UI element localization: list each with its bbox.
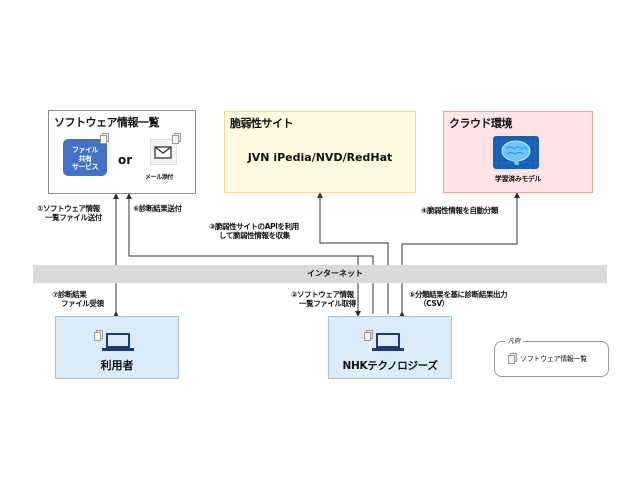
legend-title: 凡例: [505, 336, 524, 345]
step-1-line2: 一覧ファイル送付: [45, 213, 102, 222]
vulnerability-site-title: 脆弱性サイト: [230, 117, 294, 130]
step-2-label: ②ソフトウェア情報 一覧ファイル取得: [291, 290, 356, 308]
file-share-label-line3: サービス: [72, 163, 99, 171]
step-3-line2: して脆弱性情報を収集: [219, 231, 290, 240]
or-label: or: [118, 153, 133, 167]
document-stack-icon: [100, 133, 109, 144]
step-6-label: ⑥診断結果送付: [133, 204, 182, 213]
legend-box: [494, 341, 609, 377]
arrow-step6: [126, 193, 374, 314]
step-4-label: ④脆弱性情報を自動分類: [421, 206, 498, 215]
step-6-line1: ⑥診断結果送付: [133, 204, 182, 213]
step-5-label: ⑤分類結果を基に診断結果出力 （CSV）: [409, 290, 508, 308]
document-stack-icon: [172, 133, 181, 144]
file-share-service-tile: ファイル 共有 サービス: [63, 139, 107, 176]
document-stack-icon: [94, 330, 103, 341]
document-stack-icon: [508, 353, 517, 364]
vulnerability-site-box: 脆弱性サイト: [224, 111, 416, 193]
nhk-technologies-label: NHKテクノロジーズ: [342, 360, 438, 372]
step-2-line1: ②ソフトウェア情報: [291, 290, 354, 299]
file-share-label-line1: ファイル: [72, 146, 99, 154]
step-3-label: ③脆弱性サイトのAPIを利用 して脆弱性情報を収集: [209, 222, 299, 240]
vulnerability-sources: JVN iPedia/NVD/RedHat: [247, 151, 393, 164]
cloud-environment-title: クラウド環境: [449, 117, 513, 130]
brain-icon: [493, 136, 539, 169]
step-2-line2: 一覧ファイル取得: [299, 299, 356, 308]
step-7-line2: ファイル受領: [61, 299, 104, 308]
internet-label: インターネット: [307, 269, 363, 278]
trained-model-image: [493, 136, 539, 169]
laptop-icon: [372, 333, 404, 351]
file-share-label-line2: 共有: [78, 154, 93, 163]
legend-item-label: ソフトウェア情報一覧: [520, 355, 587, 363]
document-stack-icon: [364, 330, 373, 341]
step-7-label: ⑦診断結果 ファイル受領: [52, 290, 104, 308]
step-5-line2: （CSV）: [419, 299, 449, 308]
laptop-icon: [102, 333, 134, 351]
step-1-line1: ①ソフトウェア情報: [37, 204, 100, 213]
trained-model-label: 学習済みモデル: [494, 175, 542, 183]
step-4-line1: ④脆弱性情報を自動分類: [421, 206, 498, 215]
mail-attachment-label: メール添付: [145, 174, 174, 181]
step-1-label: ①ソフトウェア情報 一覧ファイル送付: [37, 204, 102, 222]
user-label: 利用者: [100, 359, 134, 372]
step-7-line1: ⑦診断結果: [52, 290, 87, 299]
software-list-title: ソフトウェア情報一覧: [54, 116, 160, 129]
step-3-line1: ③脆弱性サイトのAPIを利用: [209, 222, 299, 231]
envelope-icon: [154, 146, 172, 159]
internet-band: [33, 265, 607, 283]
step-5-line1: ⑤分類結果を基に診断結果出力: [409, 290, 508, 299]
